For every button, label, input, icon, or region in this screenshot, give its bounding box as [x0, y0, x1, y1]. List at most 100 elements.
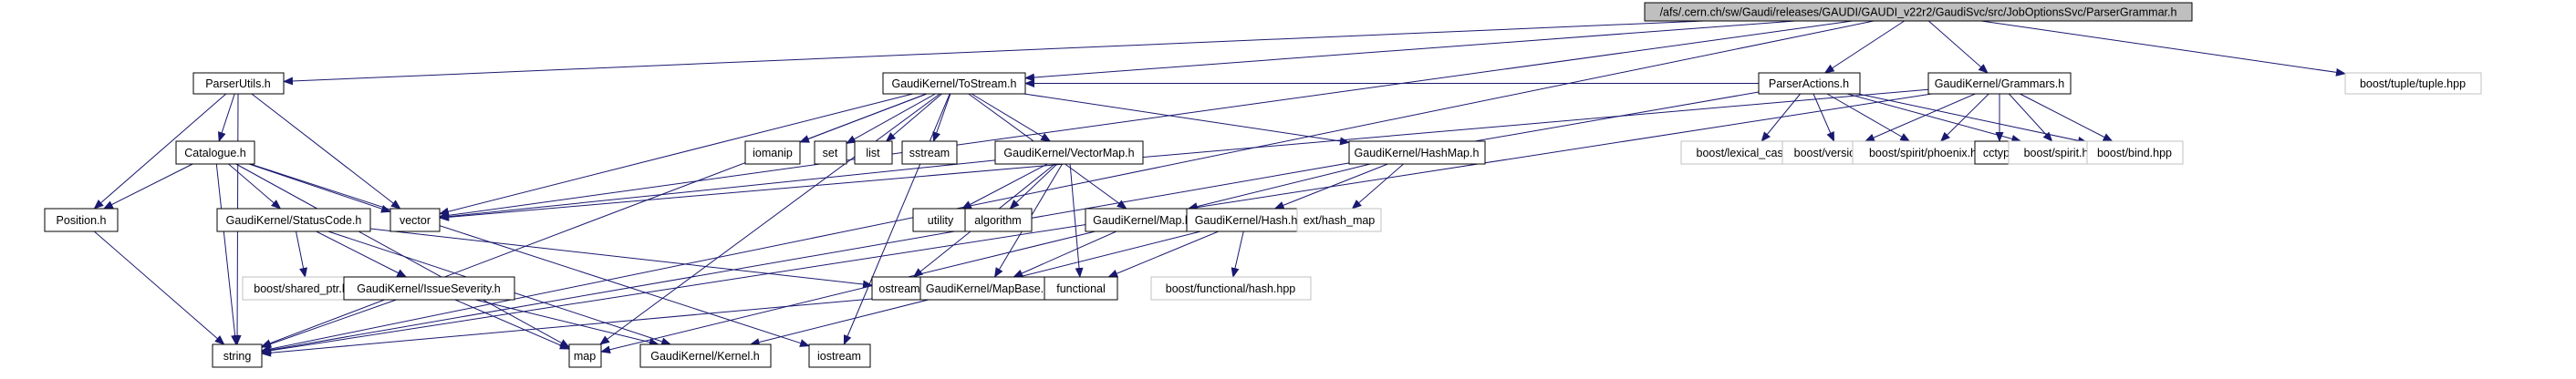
node-label-phoenix: boost/spirit/phoenix.hpp: [1869, 147, 1989, 159]
node-label-sharedptr: boost/shared_ptr.hpp: [254, 282, 360, 295]
node-tostream[interactable]: GaudiKernel/ToStream.h: [882, 72, 1026, 95]
node-label-parseractions: ParserActions.h: [1769, 77, 1849, 90]
edge-tostream-to-map: [599, 93, 940, 345]
node-box-parseractions: [1758, 72, 1861, 95]
edge-parserutils-to-position: [93, 93, 227, 210]
edge-statuscode-to-issueseverity: [316, 230, 408, 278]
node-label-position: Position.h: [57, 214, 107, 227]
node-label-spirit: boost/spirit.hpp: [2024, 147, 2102, 159]
node-box-string: [212, 343, 263, 368]
node-vectormap[interactable]: GaudiKernel/VectorMap.h: [994, 140, 1144, 165]
node-tuple[interactable]: boost/tuple/tuple.hpp: [2344, 72, 2482, 95]
node-label-boosthash: boost/functional/hash.hpp: [1166, 282, 1296, 295]
node-label-vectormap: GaudiKernel/VectorMap.h: [1003, 147, 1134, 159]
node-label-iomanip: iomanip: [753, 147, 793, 159]
node-label-ostream: ostream: [878, 282, 919, 295]
edge-ghash-to-functional: [1107, 230, 1219, 278]
node-mapbase[interactable]: GaudiKernel/MapBase.h: [919, 276, 1057, 301]
node-grammars[interactable]: GaudiKernel/Grammars.h: [1927, 72, 2072, 95]
node-label-algorithm: algorithm: [974, 214, 1021, 227]
edges-layer: [93, 20, 2346, 357]
node-catalogue[interactable]: Catalogue.h: [175, 140, 255, 165]
node-string[interactable]: string: [212, 343, 263, 368]
edge-tostream-to-hashmap: [1023, 93, 1350, 146]
node-iostream[interactable]: iostream: [808, 343, 871, 368]
node-box-set: [814, 140, 847, 165]
edge-catalogue-to-position: [102, 163, 193, 210]
node-kernel[interactable]: GaudiKernel/Kernel.h: [639, 343, 772, 368]
node-box-grammars: [1927, 72, 2072, 95]
node-box-map: [568, 343, 602, 368]
edge-issueseverity-to-map: [454, 299, 570, 350]
node-parseractions[interactable]: ParserActions.h: [1758, 72, 1861, 95]
edge-ghash-to-boosthash: [1231, 230, 1244, 278]
node-map[interactable]: map: [568, 343, 602, 368]
node-iomanip[interactable]: iomanip: [744, 140, 801, 165]
edge-issueseverity-to-kernel: [475, 299, 660, 346]
node-box-exthashmap: [1296, 208, 1382, 232]
node-box-mapbase: [919, 276, 1057, 301]
edge-root-to-parserutils: [283, 20, 1705, 86]
node-box-tostream: [882, 72, 1026, 95]
node-label-iostream: iostream: [817, 350, 861, 363]
node-ostream[interactable]: ostream: [871, 276, 928, 301]
node-exthashmap[interactable]: ext/hash_map: [1296, 208, 1382, 232]
node-box-vector: [390, 208, 441, 232]
node-label-set: set: [823, 147, 838, 159]
node-sstream[interactable]: sstream: [901, 140, 958, 165]
node-gmap[interactable]: GaudiKernel/Map.h: [1085, 208, 1200, 232]
edge-tostream-to-iostream: [843, 93, 950, 345]
node-vector[interactable]: vector: [390, 208, 441, 232]
node-root[interactable]: /afs/.cern.ch/sw/Gaudi/releases/GAUDI/GA…: [1644, 2, 2193, 22]
node-box-ghash: [1186, 208, 1306, 232]
edge-catalogue-to-string: [215, 163, 240, 345]
node-ghash[interactable]: GaudiKernel/Hash.h: [1186, 208, 1306, 232]
node-label-exthashmap: ext/hash_map: [1304, 214, 1376, 227]
node-box-parserutils: [192, 72, 285, 95]
node-label-statuscode: GaudiKernel/StatusCode.h: [226, 214, 362, 227]
node-bind[interactable]: boost/bind.hpp: [2086, 140, 2184, 165]
node-box-sstream: [901, 140, 958, 165]
edge-catalogue-to-iostream: [250, 163, 810, 347]
node-set[interactable]: set: [814, 140, 847, 165]
node-box-tuple: [2344, 72, 2482, 95]
node-algorithm[interactable]: algorithm: [964, 208, 1033, 232]
edge-vectormap-to-algorithm: [1009, 163, 1058, 210]
edge-vectormap-to-vector: [439, 159, 996, 221]
node-label-mapbase: GaudiKernel/MapBase.h: [926, 282, 1050, 295]
node-box-position: [44, 208, 119, 232]
edge-root-to-tuple: [1980, 20, 2346, 77]
edge-statuscode-to-ostream: [369, 228, 873, 289]
node-hashmap[interactable]: GaudiKernel/HashMap.h: [1348, 140, 1486, 165]
node-label-ghash: GaudiKernel/Hash.h: [1195, 214, 1298, 227]
node-position[interactable]: Position.h: [44, 208, 119, 232]
node-statuscode[interactable]: GaudiKernel/StatusCode.h: [216, 208, 371, 232]
edge-tostream-to-vectormap: [971, 93, 1052, 142]
node-issueseverity[interactable]: GaudiKernel/IssueSeverity.h: [343, 276, 515, 301]
edge-grammars-to-phoenix: [1939, 93, 1989, 142]
edge-root-to-string: [261, 20, 1875, 353]
edge-tostream-to-set: [846, 93, 936, 144]
edge-parseractions-to-spirit: [1846, 93, 2022, 143]
edge-tostream-to-list: [885, 93, 942, 142]
edge-tostream-to-sstream: [932, 93, 951, 142]
node-utility[interactable]: utility: [912, 208, 969, 232]
edge-root-to-parseractions: [1823, 20, 1905, 74]
edge-catalogue-to-statuscode: [228, 163, 282, 210]
node-box-utility: [912, 208, 969, 232]
node-parserutils[interactable]: ParserUtils.h: [192, 72, 285, 95]
node-boosthash[interactable]: boost/functional/hash.hpp: [1150, 276, 1312, 301]
edge-grammars-to-version: [1864, 93, 1976, 142]
node-label-cctype: cctype: [1983, 147, 2016, 159]
node-box-catalogue: [175, 140, 255, 165]
node-list[interactable]: list: [854, 140, 893, 165]
node-label-sstream: sstream: [909, 147, 950, 159]
edge-issueseverity-to-string: [261, 299, 397, 348]
node-label-bind: boost/bind.hpp: [2097, 147, 2172, 159]
node-label-root: /afs/.cern.ch/sw/Gaudi/releases/GAUDI/GA…: [1660, 6, 2177, 19]
node-label-string: string: [223, 350, 252, 363]
edge-tostream-to-vector: [439, 93, 913, 216]
node-box-iomanip: [744, 140, 801, 165]
node-functional[interactable]: functional: [1044, 276, 1118, 301]
edge-statuscode-to-sharedptr: [296, 230, 307, 278]
